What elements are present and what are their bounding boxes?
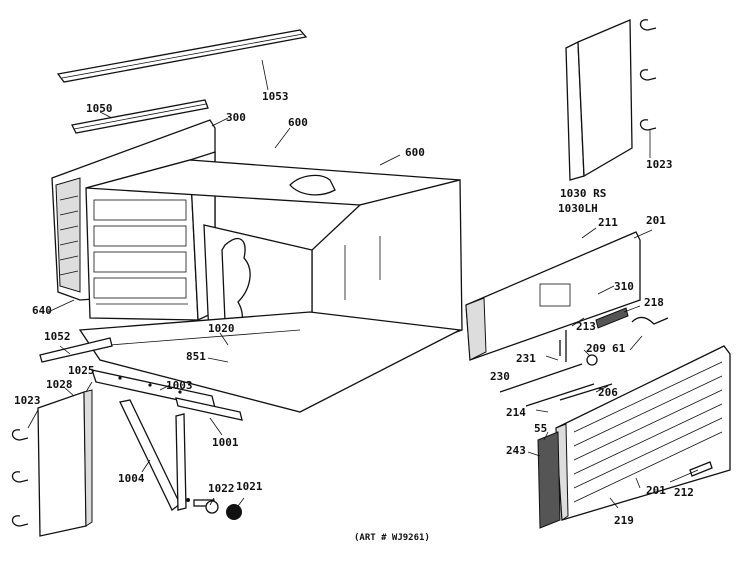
filter-243 xyxy=(537,431,561,529)
label-600-b: 600 xyxy=(405,146,425,159)
knob-1021 xyxy=(226,504,242,520)
label-1003: 1003 xyxy=(166,379,193,392)
clip-1023-left xyxy=(11,429,29,527)
label-1020: 1020 xyxy=(208,322,235,335)
label-230: 230 xyxy=(490,370,510,383)
label-1021: 1021 xyxy=(236,480,263,493)
label-1052: 1052 xyxy=(44,330,71,343)
support-bracket-1004 xyxy=(119,399,187,511)
label-243: 243 xyxy=(506,444,526,457)
label-201-top: 201 xyxy=(646,214,666,227)
bolt-1022 xyxy=(186,498,219,514)
front-frame-201 xyxy=(465,231,641,361)
clip-1023-right xyxy=(639,19,657,131)
label-310: 310 xyxy=(614,280,634,293)
label-1028: 1028 xyxy=(46,378,73,391)
front-grille xyxy=(555,345,731,521)
label-55: 55 xyxy=(534,422,547,435)
label-209: 209 xyxy=(586,342,606,355)
label-1053: 1053 xyxy=(262,90,289,103)
top-rail-1053 xyxy=(56,29,308,83)
channel-1052 xyxy=(39,337,113,363)
label-1050: 1050 xyxy=(86,102,113,115)
label-300: 300 xyxy=(226,111,246,124)
label-218: 218 xyxy=(644,296,664,309)
label-206: 206 xyxy=(598,386,618,399)
label-212: 212 xyxy=(674,486,694,499)
label-231: 231 xyxy=(516,352,536,365)
side-bracket-1030 xyxy=(565,19,633,181)
control-parts xyxy=(559,307,669,366)
art-number: (ART # WJ9261) xyxy=(354,533,430,543)
label-640: 640 xyxy=(32,304,52,317)
label-1001: 1001 xyxy=(212,436,239,449)
rail-1050 xyxy=(71,99,209,134)
label-600-a: 600 xyxy=(288,116,308,129)
side-panel-1028 xyxy=(37,389,93,537)
label-1023-left: 1023 xyxy=(14,394,41,407)
label-201-bottom: 201 xyxy=(646,484,666,497)
label-61: 61 xyxy=(612,342,626,355)
rods xyxy=(499,363,613,407)
base-pan xyxy=(78,311,463,413)
label-1023-right: 1023 xyxy=(646,158,673,171)
label-1004: 1004 xyxy=(118,472,145,485)
label-851: 851 xyxy=(186,350,206,363)
label-1022: 1022 xyxy=(208,482,235,495)
label-219: 219 xyxy=(614,514,634,527)
label-214: 214 xyxy=(506,406,526,419)
leader-lines xyxy=(27,59,699,509)
label-1030-rs: 1030 RS xyxy=(560,187,606,200)
label-213: 213 xyxy=(576,320,596,333)
label-1030-lh: 1030LH xyxy=(558,202,598,215)
channel-1001 xyxy=(175,397,243,421)
label-211: 211 xyxy=(598,216,618,229)
label-1025: 1025 xyxy=(68,364,95,377)
